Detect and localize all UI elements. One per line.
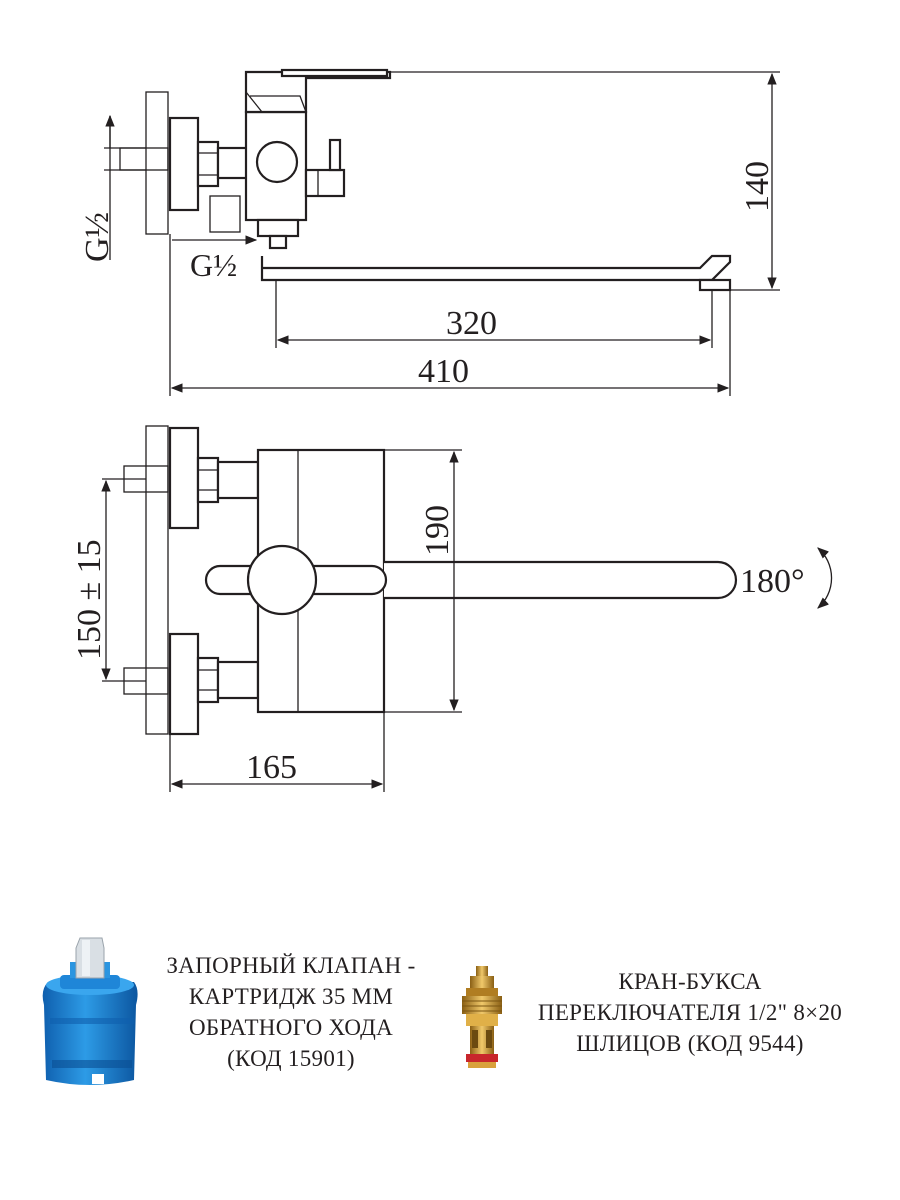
total-length-dimension: 410 [418, 353, 469, 390]
thread-inlet-label: G½ [79, 212, 116, 262]
valve-head-caption-line-2: ПЕРЕКЛЮЧАТЕЛЯ 1/2" 8×20 [537, 1000, 843, 1025]
cartridge-cap [255, 140, 299, 184]
connector-pipe [216, 146, 250, 180]
valve-head-caption-line-1: КРАН-БУКСА [618, 969, 762, 994]
wall-pipe [119, 147, 169, 171]
wall-hatch-top [145, 425, 169, 735]
brass-valve-head-icon [462, 966, 502, 1068]
swivel-arrow-icon [817, 547, 833, 609]
wall-hatch [145, 91, 169, 235]
height-dimension: 140 [739, 161, 776, 212]
cartridge-caption-line-1: ЗАПОРНЫЙ КЛАПАН - [166, 953, 416, 978]
spout-length-dimension: 320 [446, 305, 497, 342]
wall-offset-dimension: 165 [246, 749, 297, 786]
cartridge-circle-top [246, 544, 318, 616]
cartridge-caption-line-2: КАРТРИДЖ 35 ММ [188, 984, 394, 1009]
flange [168, 116, 200, 212]
eccentric-nut [196, 140, 220, 188]
upper-flange [168, 426, 200, 530]
cartridge-caption-line-4: (КОД 15901) [227, 1046, 355, 1071]
blue-ceramic-cartridge-icon [42, 937, 138, 1085]
valve-head-caption-line-3: ШЛИЦОВ (КОД 9544) [576, 1031, 804, 1056]
cartridge-caption: ЗАПОРНЫЙ КЛАПАН - КАРТРИДЖ 35 ММ ОБРАТНО… [146, 950, 436, 1074]
spout [260, 254, 732, 282]
aerator [698, 278, 732, 292]
cartridge-caption-line-3: ОБРАТНОГО ХОДА [188, 1015, 393, 1040]
diverter-knob [304, 168, 346, 198]
top-view: 150 ± 15 190 165 180° [71, 425, 833, 792]
thread-outlet-label: G½ [190, 247, 237, 283]
swivel-angle-label: 180° [740, 563, 805, 600]
spout-top [384, 560, 738, 600]
side-view: G½ G½ 140 320 410 [79, 68, 780, 396]
valve-head-caption: КРАН-БУКСА ПЕРЕКЛЮЧАТЕЛЯ 1/2" 8×20 ШЛИЦО… [510, 966, 870, 1059]
body-length-dimension: 190 [419, 505, 456, 556]
shower-outlet [209, 195, 241, 233]
lever-handle [244, 70, 392, 114]
inlet-spacing-dimension: 150 ± 15 [71, 539, 108, 660]
lower-flange [168, 632, 200, 736]
